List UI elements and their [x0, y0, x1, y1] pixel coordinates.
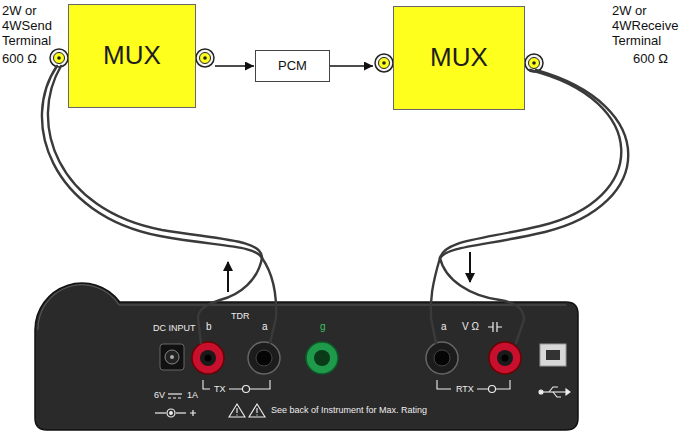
- pin-name: g: [319, 321, 327, 333]
- warning-note: See back of Instrument for Max. Rating: [270, 405, 428, 416]
- usb-port: [539, 344, 570, 397]
- dc-input-jack: [160, 344, 184, 370]
- terminal-green: [306, 342, 338, 374]
- terminal-label: 2W or 4WSend Terminal: [2, 3, 66, 48]
- jack-connector: [196, 49, 214, 67]
- port-label: TX: [213, 384, 227, 395]
- signal-arrow: [215, 65, 254, 67]
- pin-name: b: [205, 321, 213, 333]
- mux-box: MUX: [393, 6, 525, 110]
- box-text: PCM: [278, 59, 307, 74]
- pcm-box: PCM: [255, 50, 330, 82]
- box-text: MUX: [430, 43, 488, 73]
- terminal-red: [489, 342, 521, 374]
- impedance-value: 600 Ω: [633, 51, 668, 66]
- port-label: TDR: [230, 311, 251, 322]
- terminal-red: [192, 342, 224, 374]
- port-label: DC INPUT: [152, 323, 197, 334]
- port-label: RTX: [455, 384, 475, 395]
- box-text: MUX: [103, 41, 161, 71]
- warning-symbol: [229, 404, 265, 417]
- instrument-body: [35, 283, 578, 430]
- power-rating: 6V: [153, 390, 166, 401]
- jack-connector: [50, 49, 68, 67]
- impedance-value: 600 Ω: [2, 51, 37, 66]
- capacitor-symbol: [488, 322, 502, 332]
- terminal-black: [426, 342, 458, 374]
- power-rating: 1A: [186, 390, 199, 401]
- signal-arrow: [330, 65, 373, 67]
- terminal-label: 2W or 4WReceive Terminal: [612, 3, 690, 48]
- jack-connector: [525, 54, 543, 72]
- function-label: V Ω: [461, 321, 480, 333]
- direction-arrow: [469, 252, 471, 282]
- pin-name: a: [261, 321, 269, 333]
- mux-box: MUX: [68, 4, 196, 108]
- jack-connector: [375, 54, 393, 72]
- terminal-black: [248, 342, 280, 374]
- direction-arrow: [227, 262, 229, 292]
- pin-name: a: [440, 321, 448, 333]
